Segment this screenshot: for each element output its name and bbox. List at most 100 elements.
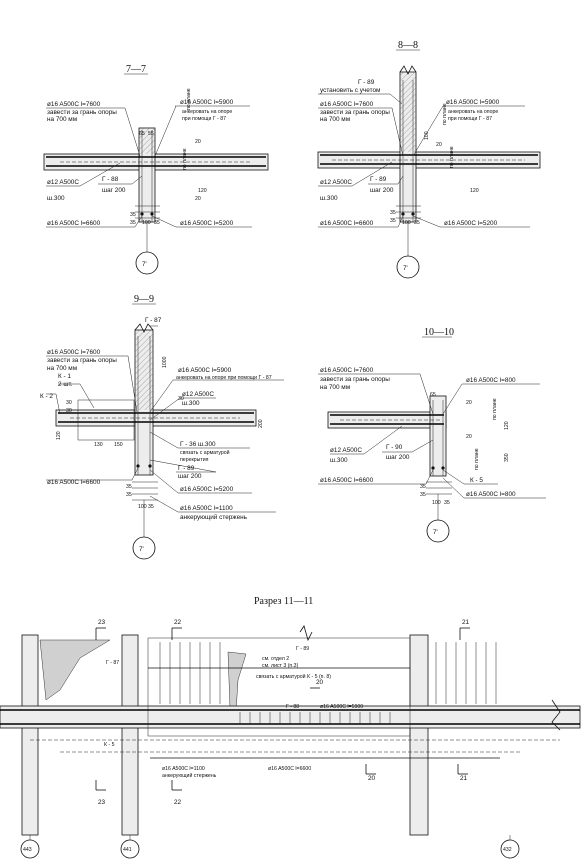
dim-text: 35 <box>390 218 396 224</box>
dim-text: 120 <box>504 421 510 430</box>
label: Г - 87 <box>106 660 119 666</box>
dim-text: 20 <box>195 196 201 202</box>
label: К - 5 <box>470 477 483 484</box>
section-7-7: 7—7 65 55 20 120 20 35 35 100 35 по план… <box>43 64 269 275</box>
label: ø16 A500C l=1100 <box>162 766 205 772</box>
label: связать с арматурой <box>180 449 230 456</box>
label: ø16 A500C l=1100 <box>180 505 233 512</box>
dim-text: по плане <box>442 103 448 125</box>
section-8-8-title: 8—8 <box>398 40 418 51</box>
label: установить с учетом <box>320 87 380 94</box>
label: ø16 A500C l=5900 <box>446 99 500 106</box>
dim-text: 120 <box>198 188 207 194</box>
dim-text: 200 <box>258 419 264 428</box>
label: К - 1 <box>58 373 71 380</box>
label: шаг 200 <box>370 187 394 194</box>
label: завести за грань опоры <box>320 376 390 383</box>
section-mark: 21 <box>462 619 470 626</box>
section-mark: 20 <box>316 679 324 686</box>
dim-text: по плане <box>186 88 192 110</box>
dim-text: 350 <box>504 453 510 462</box>
label: ø16 A500C l=6600 <box>320 220 374 227</box>
label: анкеровать на опоре <box>182 109 232 115</box>
section-9-9: 9—9 1000 30 30 120 130 150 30 200 35 35 … <box>40 294 284 560</box>
axis-label: 7' <box>139 546 144 553</box>
label: завести за грань опоры <box>47 357 117 364</box>
label: ø16 A500C l=6600 <box>268 766 311 772</box>
label: ø12 A500C <box>47 179 79 186</box>
label: ø16 A500C l=5900 <box>178 367 232 374</box>
label: ø16 A500C l=5200 <box>444 220 498 227</box>
dim-text: 35 <box>130 212 136 218</box>
axis-label: 7' <box>142 261 147 268</box>
label: Г - 88 <box>102 176 119 183</box>
label: завести за грань опоры <box>47 109 117 116</box>
label: на 700 мм <box>320 384 350 391</box>
dim-text: 65 <box>139 131 145 137</box>
label: Г - 89 <box>296 646 309 652</box>
label: при помощи Г - 87 <box>182 116 226 122</box>
label: анкеровать на опоре при помощи Г - 87 <box>176 375 272 381</box>
label: ш.300 <box>182 400 200 407</box>
label: ø16 A500C l=6600 <box>47 220 101 227</box>
axis-label: 443 <box>23 847 32 853</box>
label: ø16 A500C l=7600 <box>320 367 374 374</box>
label: шаг 200 <box>102 187 126 194</box>
dim-text: 100 <box>432 500 441 506</box>
label: на 700 мм <box>47 365 77 372</box>
dim-text: 120 <box>56 431 62 440</box>
label: ø16 A500C l=5900 <box>320 704 363 710</box>
section-10-10: 10—10 65 20 20 120 350 35 35 100 35 по п… <box>318 327 546 543</box>
label: Г - 89 <box>178 465 195 472</box>
section-7-7-title: 7—7 <box>126 64 146 75</box>
dim-text: 130 <box>94 442 103 448</box>
dim-text: 35 <box>444 500 450 506</box>
stirrups-left <box>159 642 221 704</box>
label: завести за грань опоры <box>320 109 390 116</box>
axis-bubble <box>20 839 40 859</box>
section-mark: 21 <box>460 775 468 782</box>
label: ø12 A500C <box>320 179 352 186</box>
label: ø12 A500C <box>330 447 362 454</box>
dim-text: 100 <box>402 220 411 226</box>
label: ø16 A500C l=7600 <box>47 349 101 356</box>
label: на 700 мм <box>320 116 350 123</box>
section-8-8: 8—8 100 20 120 35 35 100 35 по плане по … <box>317 40 541 279</box>
axis-label: 7' <box>403 265 408 272</box>
section-mark: 23 <box>98 619 106 626</box>
dim-text: 100 <box>424 131 430 140</box>
label: Г - 88 <box>286 704 299 710</box>
section-mark: 23 <box>98 799 106 806</box>
label: ш.300 <box>320 195 338 202</box>
dim-text: 35 <box>126 484 132 490</box>
label: Г - 90 <box>386 444 403 451</box>
dim-text: 20 <box>466 400 472 406</box>
stirrups-bottom <box>239 712 391 724</box>
cut-title: Разрез 11—11 <box>254 596 313 607</box>
axis-bubble <box>500 839 520 859</box>
label: ø16 A500C l=5200 <box>180 486 234 493</box>
label: ш.300 <box>47 195 65 202</box>
dim-text: по плане <box>449 146 455 168</box>
dim-text: 35 <box>130 220 136 226</box>
label: ш.300 <box>330 457 348 464</box>
axis-label: 432 <box>503 847 512 853</box>
dim-text: 35 <box>390 210 396 216</box>
section-10-10-title: 10—10 <box>424 327 454 338</box>
axis-bubble <box>396 255 420 279</box>
label: анкерующий стержень <box>180 513 248 521</box>
label: ø16 A500C l=5900 <box>180 99 234 106</box>
axis-bubble <box>426 519 450 543</box>
label: Г - 87 <box>145 317 162 324</box>
label: Г - 89 <box>370 176 387 183</box>
label: анкерующий стержень <box>162 772 217 779</box>
dim-text: 30 <box>66 400 72 406</box>
stirrups-right <box>435 642 497 704</box>
label: см. лист 3 (п.3) <box>262 663 299 669</box>
dim-text: 30 <box>66 408 72 414</box>
label: шаг 200 <box>386 454 410 461</box>
label: ø16 A500C l=800 <box>466 377 516 384</box>
axis-bubble <box>120 839 140 859</box>
label: анкеровать на опоре <box>448 109 498 115</box>
dim-text: по плане <box>182 148 188 170</box>
